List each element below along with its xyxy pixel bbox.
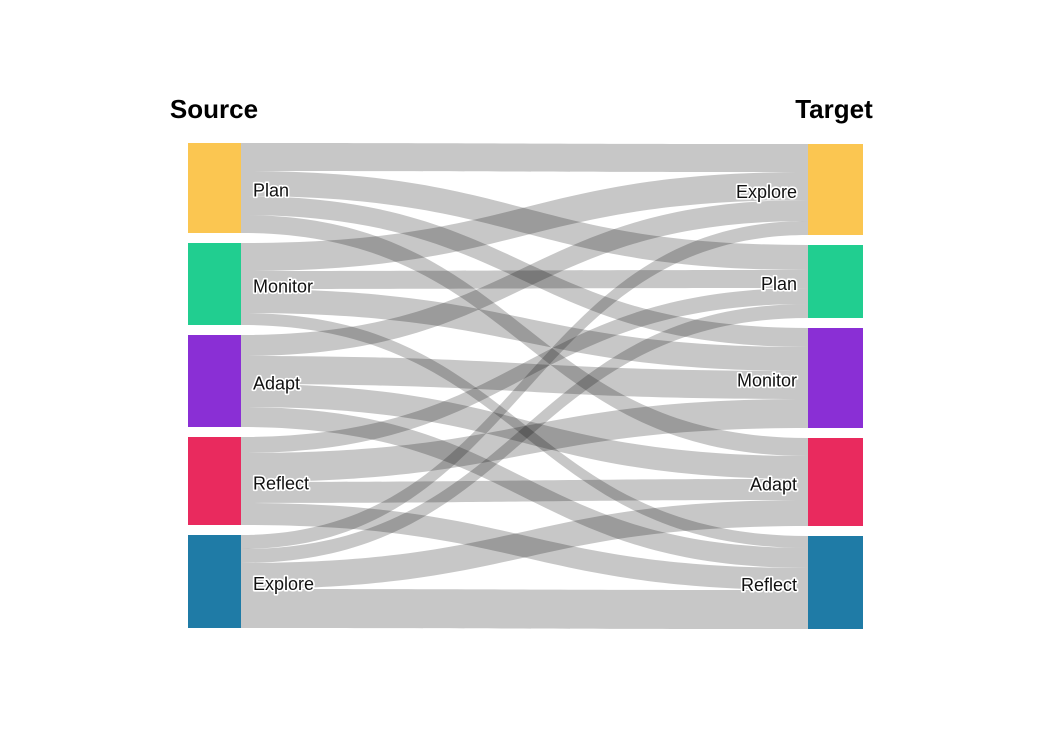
link-reflect-to-reflect[interactable] (241, 503, 808, 590)
source-node-reflect[interactable] (188, 437, 241, 525)
target-node-adapt[interactable] (808, 438, 863, 526)
link-explore-to-reflect[interactable] (241, 589, 808, 629)
link-plan-to-explore[interactable] (241, 143, 808, 172)
link-plan-to-plan[interactable] (241, 171, 808, 270)
target-node-explore[interactable] (808, 144, 863, 235)
link-explore-to-explore[interactable] (241, 221, 808, 549)
target-node-label-explore: Explore (736, 182, 797, 202)
link-adapt-to-reflect[interactable] (241, 407, 808, 568)
target-column-title: Target (795, 94, 873, 124)
source-node-label-plan: Plan (253, 180, 289, 200)
target-node-label-reflect: Reflect (741, 575, 797, 595)
target-node-plan[interactable] (808, 245, 863, 318)
node-labels: PlanMonitorAdaptReflectExploreExplorePla… (251, 179, 798, 597)
link-plan-to-adapt[interactable] (241, 215, 808, 456)
source-node-plan[interactable] (188, 143, 241, 233)
source-column-title: Source (170, 94, 258, 124)
link-reflect-to-adapt[interactable] (241, 479, 808, 503)
link-plan-to-monitor[interactable] (241, 196, 808, 347)
source-node-label-monitor: Monitor (253, 276, 313, 296)
sankey-links (241, 143, 808, 629)
target-node-label-adapt: Adapt (750, 474, 797, 494)
link-adapt-to-adapt[interactable] (241, 384, 808, 479)
source-node-monitor[interactable] (188, 243, 241, 325)
source-node-explore[interactable] (188, 535, 241, 628)
link-adapt-to-explore[interactable] (241, 200, 808, 356)
source-node-label-adapt: Adapt (253, 373, 300, 393)
target-node-label-plan: Plan (761, 274, 797, 294)
link-explore-to-adapt[interactable] (241, 500, 808, 589)
link-explore-to-plan[interactable] (241, 304, 808, 563)
link-monitor-to-plan[interactable] (241, 270, 808, 289)
source-node-label-reflect: Reflect (253, 473, 309, 493)
link-monitor-to-monitor[interactable] (241, 289, 808, 371)
source-node-label-explore: Explore (253, 574, 314, 594)
source-node-adapt[interactable] (188, 335, 241, 427)
link-adapt-to-monitor[interactable] (241, 356, 808, 399)
target-node-reflect[interactable] (808, 536, 863, 629)
sankey-nodes (188, 143, 863, 629)
target-node-monitor[interactable] (808, 328, 863, 428)
link-reflect-to-plan[interactable] (241, 288, 808, 453)
link-reflect-to-monitor[interactable] (241, 399, 808, 482)
link-monitor-to-reflect[interactable] (241, 313, 808, 548)
target-node-label-monitor: Monitor (737, 370, 797, 390)
link-monitor-to-explore[interactable] (241, 172, 808, 271)
